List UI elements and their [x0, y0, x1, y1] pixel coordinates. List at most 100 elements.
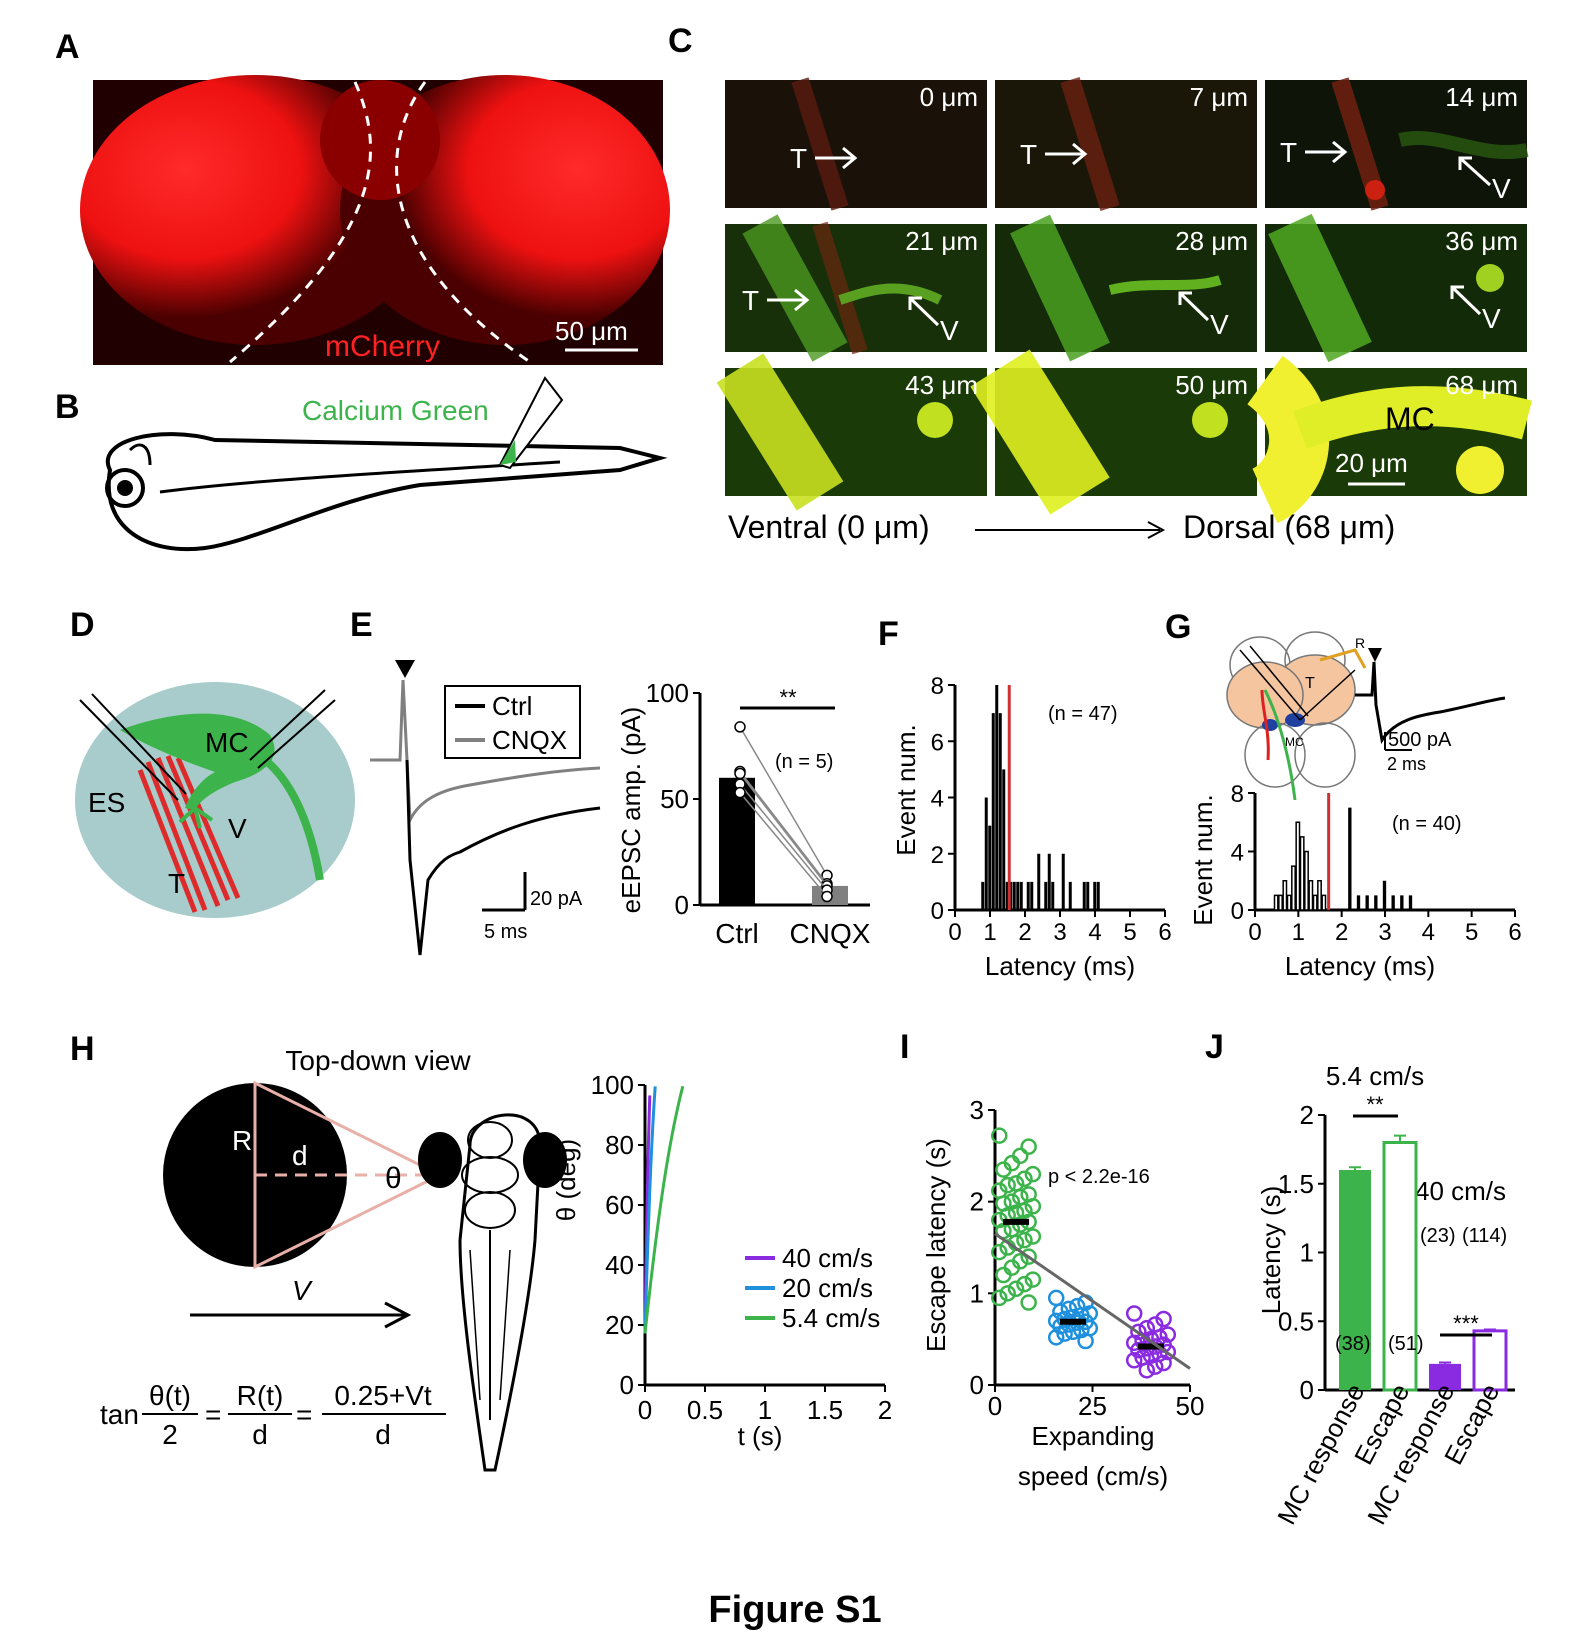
- mc-axon: [262, 756, 324, 881]
- pair-line: [739, 783, 828, 891]
- data-point: [1020, 1248, 1037, 1265]
- pair-line: [739, 773, 828, 887]
- n-label-j3: (23): [1420, 1225, 1456, 1247]
- formula: tan θ(t) 2 = R(t) d = 0.25+Vt d: [100, 1380, 446, 1450]
- histogram-bar-open: [1278, 894, 1283, 911]
- y-tick-label: 6: [931, 729, 944, 756]
- data-point: [1159, 1326, 1177, 1343]
- histogram-bar-filled: [1400, 895, 1404, 910]
- histogram-bar-open: [1321, 894, 1327, 911]
- sig-j1: **: [1366, 1092, 1384, 1117]
- stimulus-marker-icon: [1368, 648, 1382, 662]
- x-tick-label: 0: [948, 919, 961, 946]
- x-tick-label: 2: [1018, 919, 1031, 946]
- y-tick-label: 80: [605, 1130, 634, 1160]
- fish-eye: [105, 468, 145, 508]
- formula-tan: tan: [100, 1399, 139, 1430]
- label-5-4cms: 5.4 cm/s: [1326, 1061, 1424, 1091]
- ylabel-e: eEPSC amp. (pA): [616, 707, 646, 914]
- scale-x-label-g: 2 ms: [1387, 754, 1426, 774]
- data-point: [995, 1266, 1012, 1284]
- y-tick-label: 8: [931, 673, 944, 700]
- n-label-g: (n = 40): [1392, 813, 1461, 835]
- histogram-bar: [1068, 881, 1072, 910]
- t-label: T: [742, 285, 759, 316]
- histogram-bar: [1093, 881, 1097, 910]
- x-tick-label: 3: [1378, 919, 1391, 946]
- v-label-d: V: [228, 813, 247, 844]
- panel-a: A mCherry 50 μm: [55, 28, 670, 365]
- data-point: [1060, 1300, 1078, 1318]
- r-label-g: R: [1355, 635, 1365, 651]
- sig-j2: ***: [1453, 1311, 1479, 1336]
- dorsal-label: Dorsal (68 μm): [1183, 509, 1395, 545]
- data-point: [1056, 1325, 1073, 1342]
- ylabel-i: Escape latency (s): [921, 1138, 951, 1352]
- histogram-bar-open: [1299, 836, 1305, 911]
- ylabel-h: θ (deg): [551, 1139, 581, 1221]
- histogram-bar-open: [1312, 894, 1318, 911]
- figure-title: Figure S1: [708, 1589, 881, 1631]
- panel-letter-c: C: [668, 22, 693, 60]
- data-point: [1024, 1271, 1042, 1288]
- y-tick-label: 0: [1300, 1375, 1314, 1405]
- eepsc-trace-g: [1355, 661, 1506, 745]
- midline-right: [395, 81, 531, 364]
- histogram-bar: [1002, 769, 1006, 910]
- data-point: [1064, 1323, 1082, 1341]
- y-tick-label: 1.5: [1278, 1169, 1314, 1199]
- panel-h: H Top-down view R d θ V tan θ(t) 2 =: [70, 1030, 893, 1472]
- panel-letter-h: H: [70, 1030, 95, 1068]
- arrow-right-icon: [1305, 140, 1348, 164]
- data-point: [999, 1285, 1016, 1302]
- x-tick-label: 1: [983, 919, 996, 946]
- data-point: [1016, 1170, 1033, 1187]
- formula-den3: d: [375, 1419, 391, 1450]
- x-tick-label: 0: [988, 1391, 1002, 1421]
- ylabel-j: Latency (s): [1256, 1186, 1286, 1315]
- d-label-h: d: [292, 1140, 308, 1171]
- x-tick-label: 5: [1465, 919, 1478, 946]
- data-point: [1024, 1228, 1042, 1245]
- data-point: [1125, 1352, 1143, 1369]
- y-tick-label: 100: [591, 1070, 634, 1100]
- x-tick-label: 0: [638, 1395, 652, 1425]
- legend-box-e: [444, 685, 581, 759]
- mauthner-cell: [120, 713, 275, 810]
- stimulus-electrode: [79, 699, 179, 801]
- x-tick-label: 2: [1335, 919, 1348, 946]
- data-point: [1007, 1280, 1025, 1297]
- data-point: [734, 786, 746, 799]
- n-label-j4: (114): [1462, 1225, 1507, 1247]
- n-label-f: (n = 47): [1048, 703, 1117, 725]
- arrow-up-left-icon: [1178, 291, 1210, 322]
- y-tick-label: 8: [1231, 781, 1244, 808]
- arrow-right-icon: [1045, 142, 1088, 166]
- histogram-bar: [1005, 881, 1009, 910]
- data-point: [1077, 1332, 1094, 1350]
- t-fibers: [137, 755, 241, 913]
- histogram-bar: [1047, 853, 1051, 910]
- xlabel-f: Latency (ms): [985, 951, 1135, 981]
- histogram-bar-filled: [1348, 807, 1352, 910]
- xlabel-i-1: Expanding: [1032, 1421, 1155, 1451]
- mc-label: MC: [1385, 401, 1435, 437]
- es-label: ES: [88, 787, 125, 818]
- depth-label: 68 μm: [1445, 370, 1518, 400]
- bar: [1429, 1363, 1461, 1390]
- x-tick-label: 3: [1053, 919, 1066, 946]
- legend-label: 5.4 cm/s: [782, 1303, 880, 1333]
- legend-label: 40 cm/s: [782, 1243, 873, 1273]
- panel-b: B Calcium Green: [55, 376, 668, 552]
- histogram-bar-open: [1273, 894, 1279, 911]
- x-tick-label: 1.5: [807, 1395, 843, 1425]
- histogram-bar: [1096, 881, 1100, 910]
- panel-c: C 0 μm 7 μm 14 μm 21 μm: [668, 22, 1533, 545]
- data-point: [734, 721, 746, 733]
- ylabel-g: Event num.: [1188, 794, 1218, 926]
- panel-letter-a: A: [55, 28, 80, 66]
